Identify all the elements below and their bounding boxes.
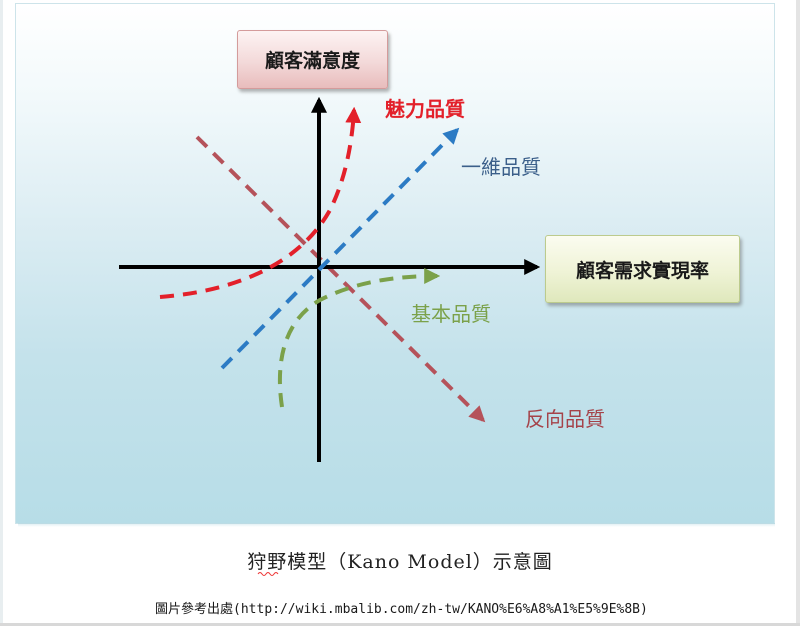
x-axis-label-box: 顧客需求實現率 — [545, 235, 740, 303]
source-label: 圖片參考出處 — [155, 602, 234, 617]
one-dimensional-quality-line — [220, 127, 460, 370]
image-source: 圖片參考出處(http://wiki.mbalib.com/zh-tw/KANO… — [155, 598, 648, 617]
reverse-quality-line — [195, 135, 486, 423]
spellcheck-squiggle — [257, 572, 279, 576]
y-axis-label-box: 顧客滿意度 — [237, 30, 388, 89]
frame-right-edge — [796, 0, 800, 626]
must-be-quality-label: 基本品質 — [411, 302, 491, 326]
source-url: (http://wiki.mbalib.com/zh-tw/KANO%E6%A8… — [233, 602, 648, 617]
attractive-quality-curve — [159, 106, 362, 299]
attractive-quality-label: 魅力品質 — [385, 97, 465, 121]
y-axis-label: 顧客滿意度 — [264, 50, 360, 72]
one-dimensional-quality-label: 一維品質 — [461, 155, 541, 179]
reverse-quality-label: 反向品質 — [525, 407, 605, 431]
frame-bottom-edge — [0, 623, 800, 626]
figure-caption: 狩野模型（Kano Model）示意圖 — [247, 551, 553, 573]
x-axis-label: 顧客需求實現率 — [575, 259, 709, 282]
must-be-quality-curve — [277, 268, 441, 408]
diagram-panel-shadow — [18, 523, 775, 527]
frame-left-edge — [0, 0, 3, 626]
